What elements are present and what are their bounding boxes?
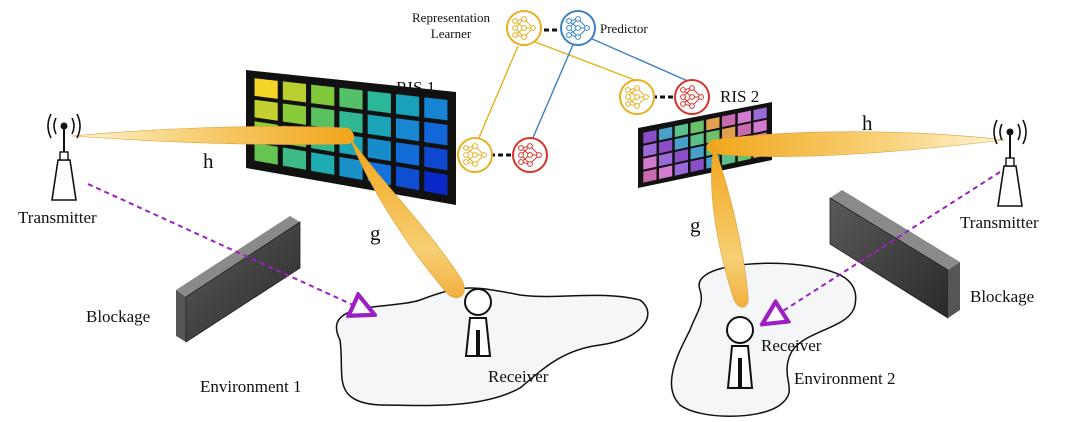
beam-g-left	[349, 137, 465, 298]
ris-element	[690, 158, 704, 173]
ris-element	[424, 146, 448, 171]
environment-2-label: Environment 2	[794, 369, 896, 388]
ris-element	[339, 156, 363, 180]
ris-element	[367, 114, 391, 138]
ris-element	[674, 136, 688, 150]
receiver-left-icon	[464, 288, 492, 357]
ris-element	[659, 126, 673, 141]
ris-element	[690, 145, 704, 160]
ris-element	[424, 97, 448, 121]
ris-element	[254, 99, 278, 121]
ris-element	[722, 113, 736, 128]
g-right-label: g	[690, 213, 701, 237]
receiver-right-label: Receiver	[761, 336, 822, 355]
transmitter-right-icon	[993, 119, 1027, 207]
ris-element	[674, 149, 688, 163]
ris2-learner-node	[619, 79, 655, 115]
transmitter-right-label: Transmitter	[960, 213, 1039, 232]
ris-element	[395, 142, 420, 166]
ris-element	[367, 90, 391, 114]
ris2-label: RIS 2	[720, 87, 759, 106]
ris-element	[254, 78, 278, 99]
h-right-label: h	[862, 111, 873, 135]
transmitter-left-icon	[47, 113, 81, 201]
ris-element	[282, 81, 307, 103]
beam-g-right	[711, 144, 749, 308]
predictor-label: Predictor	[600, 21, 648, 36]
ris-element	[690, 120, 704, 134]
ris-element	[643, 142, 657, 157]
ris-element	[690, 133, 704, 147]
representation-learner-label-line2: Learner	[431, 26, 472, 41]
ris-element	[311, 152, 335, 175]
ris-element	[367, 138, 391, 162]
ris-element	[282, 103, 307, 125]
blockage-left	[176, 216, 301, 343]
g-left-label: g	[370, 221, 381, 245]
representation-learner-label-line1: Representation	[412, 10, 490, 25]
ris-element	[282, 147, 307, 170]
beam-h-right	[706, 131, 1005, 157]
ris-element	[737, 123, 751, 137]
ris-element	[395, 94, 420, 117]
ris-element	[659, 152, 673, 167]
h-left-label: h	[203, 149, 214, 173]
ris-element	[424, 170, 448, 196]
ris-element	[395, 118, 420, 142]
blockage-right-label: Blockage	[970, 287, 1034, 306]
ris-element	[674, 161, 688, 176]
ris-element	[424, 121, 448, 146]
environment-2-region	[670, 262, 857, 417]
transmitter-left-label: Transmitter	[18, 208, 97, 227]
beam-h-left	[71, 126, 355, 145]
environment-1-region	[335, 287, 649, 407]
ris2-predictor-node	[674, 79, 710, 115]
ris-element	[339, 87, 363, 110]
ris-element	[659, 139, 673, 154]
blockage-left-label: Blockage	[86, 307, 150, 326]
ris-element	[706, 117, 720, 131]
ris1-predictor-node	[512, 137, 548, 173]
ris-element	[311, 84, 335, 107]
environment-1-label: Environment 1	[200, 377, 302, 396]
ris-element	[659, 165, 673, 180]
receiver-left-label: Receiver	[488, 367, 549, 386]
ris-element	[254, 142, 278, 165]
ris1-label: RIS 1	[396, 78, 435, 97]
network-links	[477, 28, 691, 157]
ris1-learner-node	[457, 137, 493, 173]
ris-element	[339, 110, 363, 134]
ris-element	[737, 110, 751, 124]
ris-element	[722, 126, 736, 140]
ris-element	[674, 123, 688, 138]
ris-element	[643, 155, 657, 170]
ris-element	[753, 119, 767, 134]
ris-element	[395, 166, 420, 191]
ris-element	[643, 168, 657, 183]
blockage-right	[829, 190, 960, 319]
ris-element	[643, 130, 657, 144]
ris-element	[753, 107, 767, 121]
blocked-signal-right	[772, 171, 1001, 318]
blocked-signal-left	[87, 183, 364, 310]
receiver-right-icon	[726, 316, 754, 389]
predictor-node	[560, 10, 596, 46]
representation-learner-node	[506, 10, 542, 46]
ris-element	[311, 107, 335, 129]
